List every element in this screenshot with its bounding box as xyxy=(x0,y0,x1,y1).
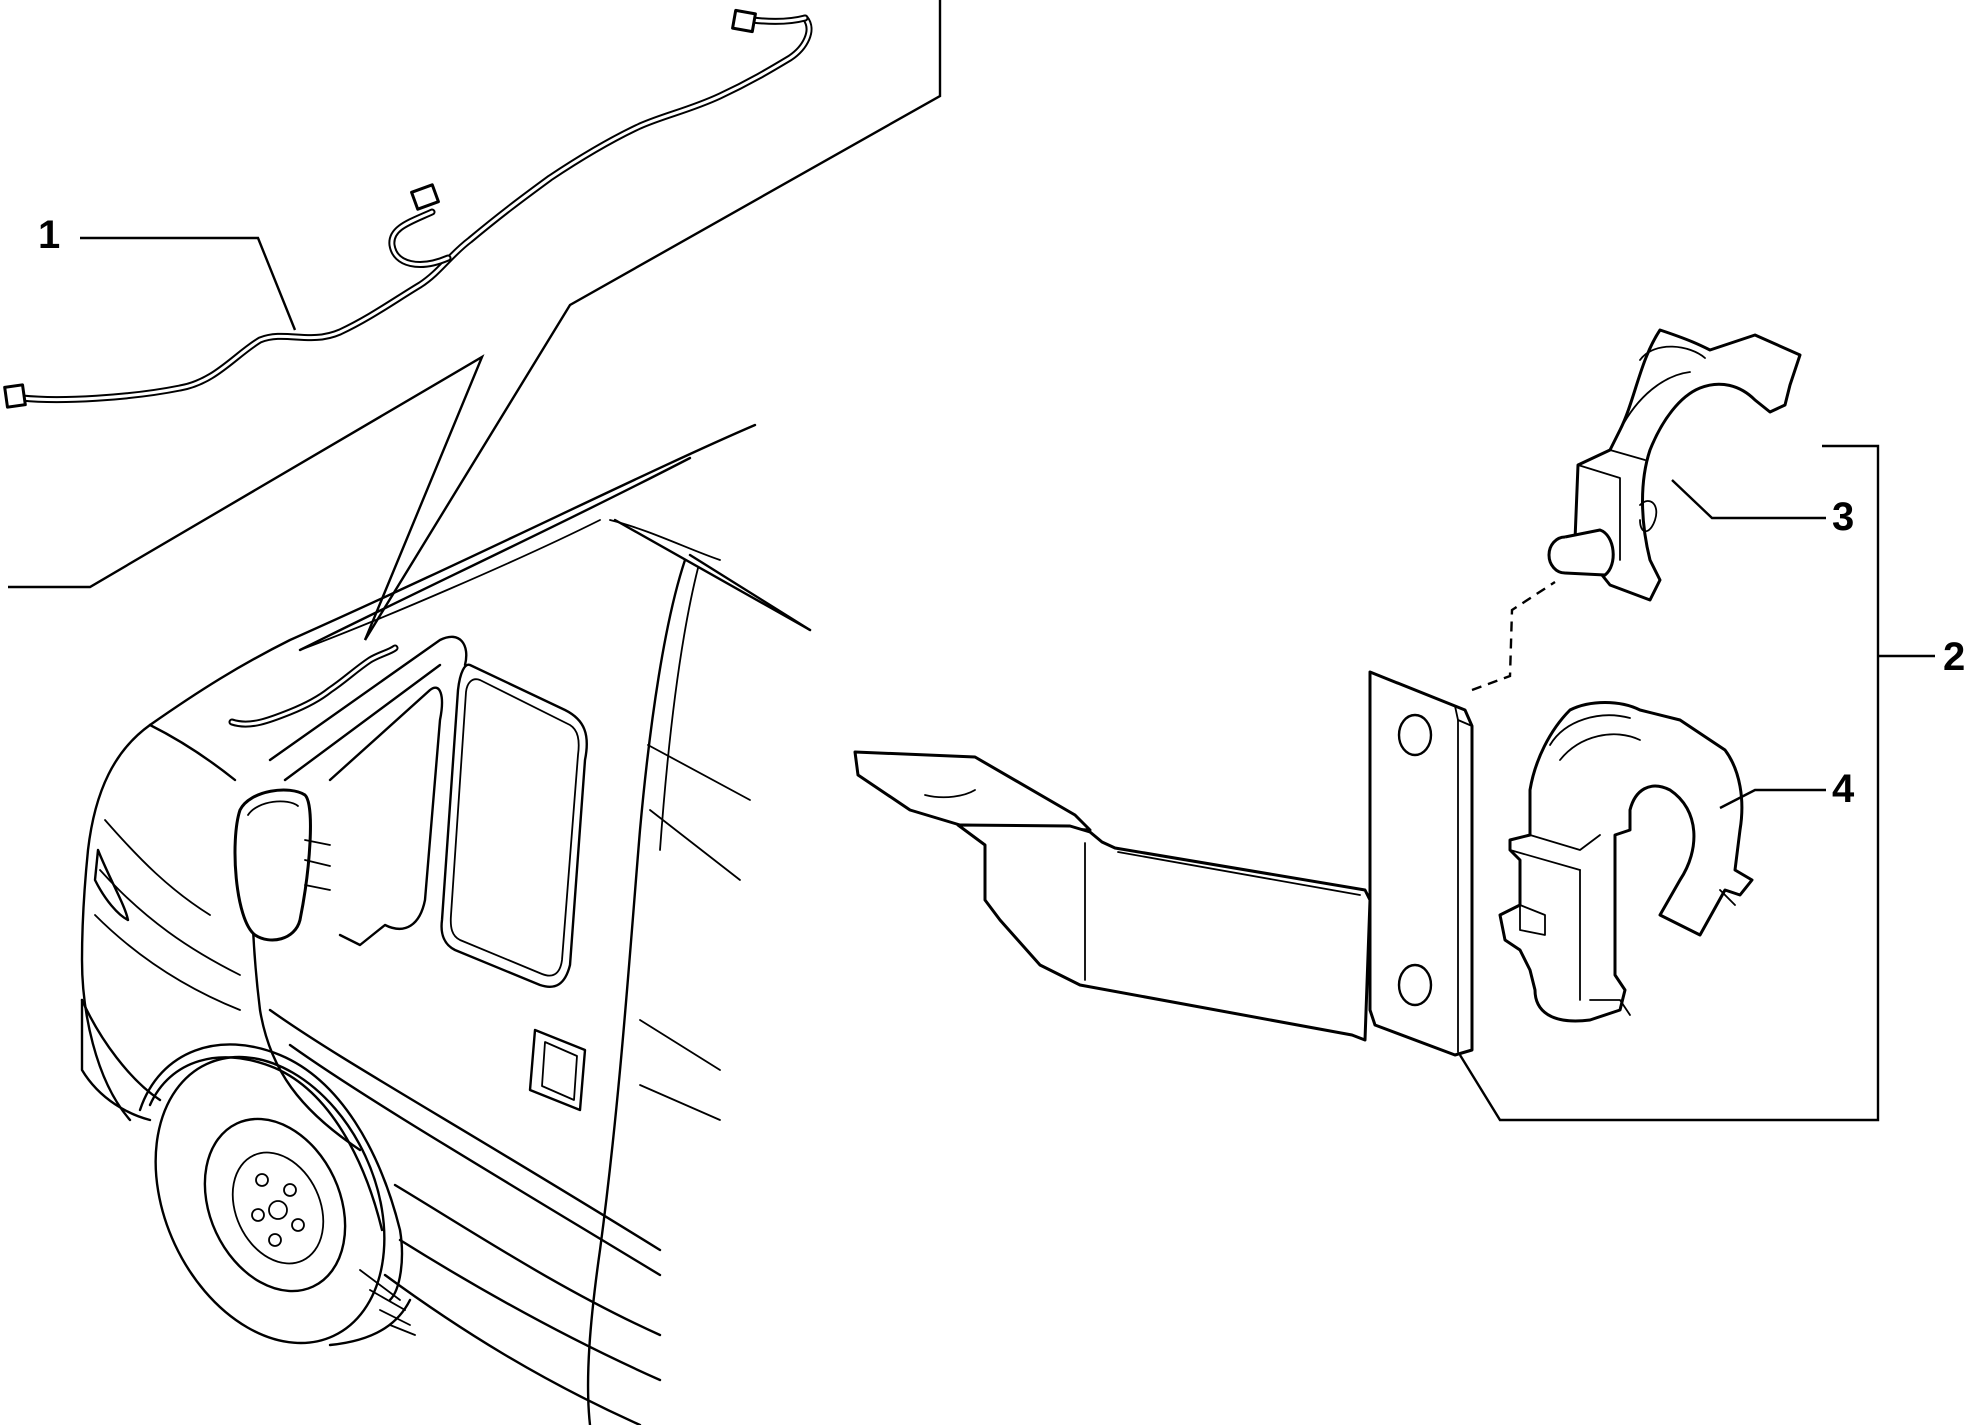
van-outline xyxy=(80,423,812,1425)
bracket-assembly[interactable] xyxy=(853,670,1474,1057)
lower-clip[interactable] xyxy=(1498,701,1754,1023)
upper-clip[interactable] xyxy=(1547,328,1802,602)
callout-4: 4 xyxy=(1832,767,1855,811)
installed-harness xyxy=(228,644,399,728)
detail-leader xyxy=(8,0,942,641)
leader-lines xyxy=(80,236,1935,1122)
callout-3: 3 xyxy=(1832,495,1854,539)
side-mirror xyxy=(233,788,331,942)
callout-1: 1 xyxy=(38,213,60,257)
wiring-harness[interactable] xyxy=(18,14,813,404)
connector-icon xyxy=(3,8,757,409)
callout-2: 2 xyxy=(1943,635,1965,679)
